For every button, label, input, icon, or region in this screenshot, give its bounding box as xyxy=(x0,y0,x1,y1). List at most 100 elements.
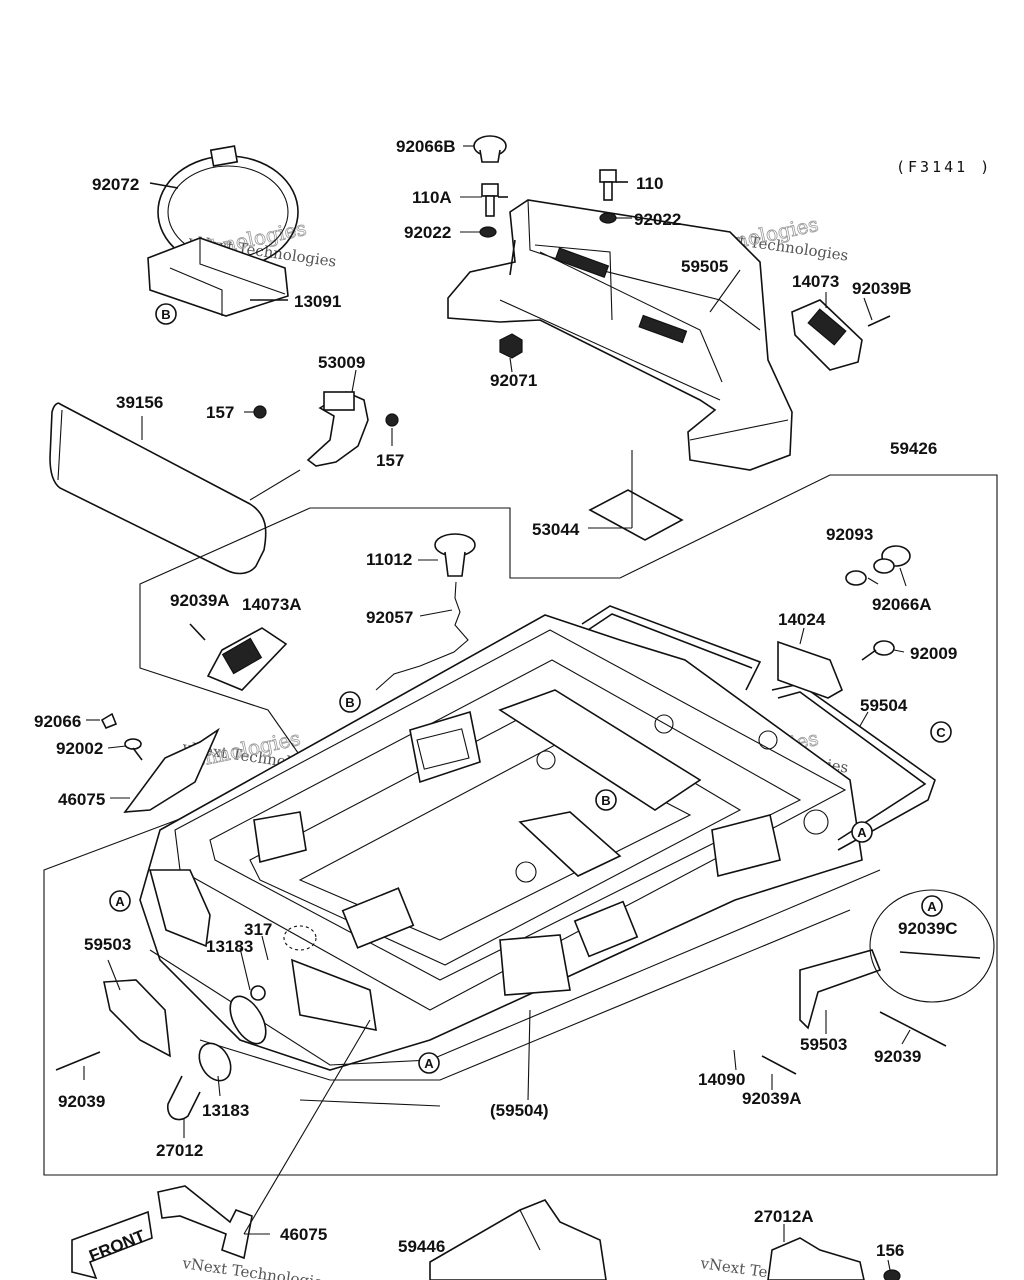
label-59504: 59504 xyxy=(860,696,908,715)
label-13091: 13091 xyxy=(294,292,341,311)
label-59426: 59426 xyxy=(890,439,937,458)
engine-mount-59446 xyxy=(429,1199,607,1280)
label-317: 317 xyxy=(244,920,272,939)
label-92057: 92057 xyxy=(366,608,413,627)
watermark-text: vNext Technologies xyxy=(180,1254,331,1280)
label-53044: 53044 xyxy=(532,520,580,539)
washer-92022-right xyxy=(599,212,617,224)
label-59503-left: 59503 xyxy=(84,935,131,954)
label-110: 110 xyxy=(636,174,663,193)
hinge-53009 xyxy=(253,391,399,467)
callout-a: A xyxy=(418,1052,440,1074)
label-156: 156 xyxy=(876,1241,904,1260)
washer-92093 xyxy=(845,570,867,586)
callouts: B B B A A A A C xyxy=(109,303,952,1074)
bracket-14024 xyxy=(777,640,844,699)
bracket-46075 xyxy=(123,727,220,813)
bracket-59503-right xyxy=(799,949,882,1030)
nut-92071 xyxy=(499,333,523,359)
svg-text:A: A xyxy=(115,894,125,909)
part-labels: 92066B 110A 110 92022 92022 92072 13091 … xyxy=(34,137,958,1260)
label-14024: 14024 xyxy=(778,610,826,629)
svg-text:B: B xyxy=(345,695,354,710)
svg-text:A: A xyxy=(857,825,867,840)
svg-text:C: C xyxy=(936,725,946,740)
label-59503-right: 59503 xyxy=(800,1035,847,1054)
rod-53044 xyxy=(588,489,684,541)
callout-b: B xyxy=(339,691,361,713)
detail-circle-92039c xyxy=(869,889,995,1003)
svg-text:A: A xyxy=(927,899,937,914)
callout-b: B xyxy=(595,789,617,811)
label-92039b: 92039B xyxy=(852,279,912,298)
label-92002: 92002 xyxy=(56,739,103,758)
label-92093: 92093 xyxy=(826,525,873,544)
label-157-left: 157 xyxy=(206,403,234,422)
pad-39156 xyxy=(49,402,267,575)
clip-92066 xyxy=(100,712,118,730)
label-13183-top: 13183 xyxy=(206,937,253,956)
label-157-right: 157 xyxy=(376,451,404,470)
label-92009: 92009 xyxy=(910,644,957,663)
label-92071: 92071 xyxy=(490,371,537,390)
rivet-92039-left xyxy=(55,1051,101,1071)
label-59504-ref: (59504) xyxy=(490,1101,549,1120)
label-46075-bottom: 46075 xyxy=(280,1225,327,1244)
label-14073: 14073 xyxy=(792,272,839,291)
label-110a: 110A xyxy=(412,188,452,207)
bracket-27012a xyxy=(767,1237,865,1280)
callout-c: C xyxy=(930,721,952,743)
rail-59504 xyxy=(581,605,936,851)
rivet-92039-right xyxy=(879,1011,947,1047)
group-boundary-59426 xyxy=(43,474,998,1176)
bracket-46075-bottom xyxy=(157,1185,253,1260)
label-92039-left: 92039 xyxy=(58,1092,105,1111)
label-59446: 59446 xyxy=(398,1237,445,1256)
label-92022-right: 92022 xyxy=(634,210,681,229)
label-13183-bottom: 13183 xyxy=(202,1101,249,1120)
front-arrow: FRONT xyxy=(71,1210,153,1280)
grip-14073a xyxy=(189,623,288,691)
plug-92066a xyxy=(873,545,911,574)
diagram-code: (F3141 ) xyxy=(896,158,992,176)
bolt-110a xyxy=(481,183,508,217)
label-92072: 92072 xyxy=(92,175,139,194)
label-46075-left: 46075 xyxy=(58,790,105,809)
callout-b: B xyxy=(155,303,177,325)
label-92039a-bottom: 92039A xyxy=(742,1089,802,1108)
plates-13183 xyxy=(198,985,267,1082)
leader-lines xyxy=(83,145,911,1271)
svg-text:B: B xyxy=(161,307,170,322)
rivet-92039a-bottom xyxy=(761,1055,797,1075)
label-92022-left: 92022 xyxy=(404,223,451,242)
label-27012a: 27012A xyxy=(754,1207,814,1226)
label-92039-right: 92039 xyxy=(874,1047,921,1066)
hull-59426 xyxy=(139,614,881,1081)
label-92066: 92066 xyxy=(34,712,81,731)
label-59505: 59505 xyxy=(681,257,728,276)
drain-plug-11012 xyxy=(375,533,476,691)
label-11012: 11012 xyxy=(366,550,412,569)
u-bolt-27012 xyxy=(167,1075,201,1121)
label-14090: 14090 xyxy=(698,1070,745,1089)
screw-92009 xyxy=(861,640,895,661)
label-92066a: 92066A xyxy=(872,595,932,614)
band-clamp-part xyxy=(147,145,299,317)
label-27012: 27012 xyxy=(156,1141,203,1160)
label-92039c: 92039C xyxy=(898,919,958,938)
svg-text:A: A xyxy=(424,1056,434,1071)
bolt-110 xyxy=(599,169,628,201)
label-14073a: 14073A xyxy=(242,595,302,614)
nut-156 xyxy=(883,1269,901,1280)
screw-92002 xyxy=(124,738,143,761)
fitting-317 xyxy=(283,925,317,951)
bracket-59503-left xyxy=(103,979,171,1058)
callout-a: A xyxy=(921,895,943,917)
cap-92066b xyxy=(473,135,507,163)
svg-text:B: B xyxy=(601,793,610,808)
washer-92022-left xyxy=(479,226,497,238)
rivet-92039c xyxy=(899,951,981,959)
callout-a: A xyxy=(851,821,873,843)
pole-bracket-part xyxy=(447,199,793,471)
